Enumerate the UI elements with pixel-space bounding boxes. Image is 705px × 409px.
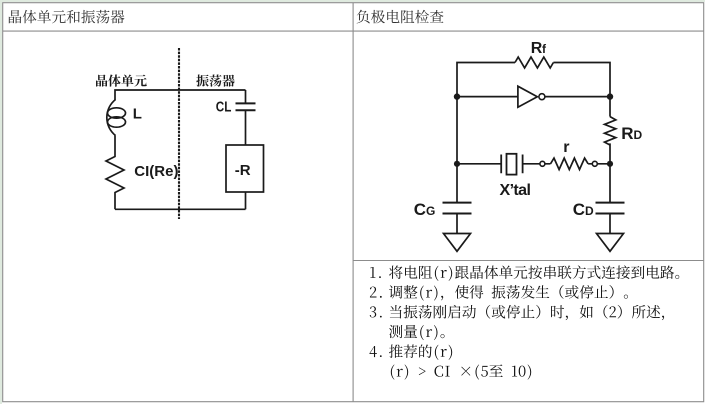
svg-text:CI(Re): CI(Re) (134, 163, 178, 180)
svg-text:r: r (563, 139, 569, 156)
svg-text:G: G (426, 204, 435, 218)
svg-text:CL: CL (216, 98, 232, 115)
svg-text:R: R (531, 40, 543, 57)
svg-text:D: D (585, 204, 594, 218)
svg-text:C: C (414, 200, 426, 219)
svg-text:-R: -R (235, 162, 251, 179)
svg-text:f: f (542, 42, 547, 56)
svg-text:X’tal: X’tal (500, 182, 531, 199)
svg-text:L: L (133, 106, 142, 123)
svg-text:D: D (634, 128, 643, 142)
svg-text:R: R (621, 124, 633, 143)
svg-text:C: C (573, 200, 585, 219)
